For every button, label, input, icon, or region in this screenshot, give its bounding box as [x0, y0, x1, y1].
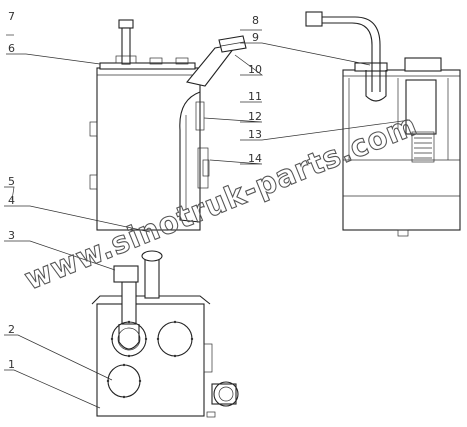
callout-2: 2 — [8, 323, 15, 336]
callout-8: 8 — [252, 14, 259, 27]
callout-4: 4 — [8, 194, 15, 207]
callout-labels: 1 2 3 4 5 6 7 8 9 10 11 12 13 14 — [8, 10, 262, 371]
callout-7: 7 — [8, 10, 15, 23]
front-view-tank — [89, 19, 247, 231]
callout-12: 12 — [248, 110, 262, 123]
callout-6: 6 — [8, 42, 15, 55]
callout-5: 5 — [8, 175, 15, 188]
filler-neck — [186, 35, 247, 87]
leader-lines — [4, 29, 411, 409]
callout-3: 3 — [8, 229, 15, 242]
outlet-fitting — [211, 381, 239, 407]
callout-10: 10 — [248, 63, 262, 76]
bottom-view-tank — [91, 250, 239, 418]
callout-11: 11 — [248, 90, 262, 103]
callout-9: 9 — [252, 31, 259, 44]
callout-13: 13 — [248, 128, 262, 141]
side-view-tank — [305, 11, 461, 237]
callout-14: 14 — [248, 152, 262, 165]
callout-1: 1 — [8, 358, 15, 371]
